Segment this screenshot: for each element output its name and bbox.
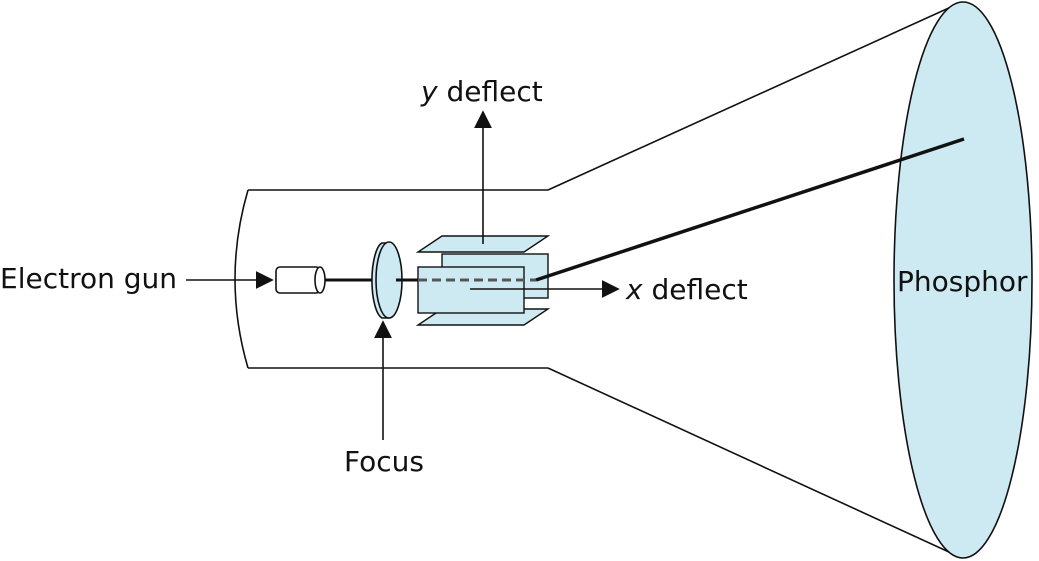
tube-cone-bottom-edge [547,367,963,559]
phosphor-screen [893,1,1033,559]
x-deflect-label: x deflect [625,273,748,306]
y-deflect-var: y [420,75,438,108]
phosphor-label: Phosphor [897,265,1028,298]
tube-neck-back-edge [234,189,249,369]
tube-cone [547,1,963,559]
focus-label: Focus [344,445,424,478]
y-deflect-label: y deflect [420,75,543,108]
x-plate-front [417,266,525,314]
beam-deflected [535,137,965,282]
tube-cone-top-edge [547,1,963,191]
tube-neck [234,189,548,369]
y-deflect-text: deflect [438,75,543,108]
electron-gun-cylinder [275,266,326,294]
electron-gun-label: Electron gun [0,262,177,295]
x-deflect-text: deflect [643,273,748,306]
gun-end [314,266,326,294]
x-deflect-var: x [625,273,643,306]
gun-body [275,266,321,294]
